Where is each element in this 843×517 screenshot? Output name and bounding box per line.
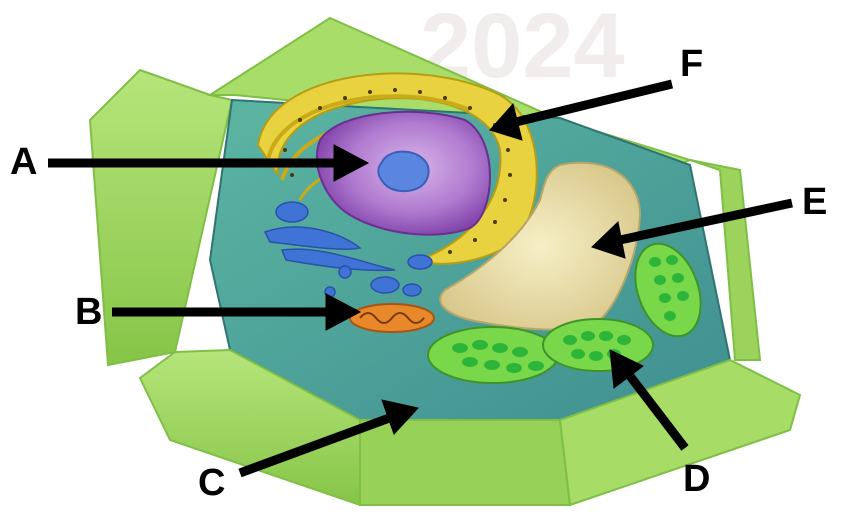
label-e: E <box>802 183 827 221</box>
chloroplast-1 <box>428 327 558 383</box>
label-c: C <box>198 464 225 502</box>
label-b: B <box>75 293 102 331</box>
nucleolus <box>378 152 428 192</box>
mitochondrion <box>350 304 434 332</box>
label-a: A <box>10 143 37 181</box>
label-f: F <box>680 45 703 83</box>
label-d: D <box>683 460 710 498</box>
